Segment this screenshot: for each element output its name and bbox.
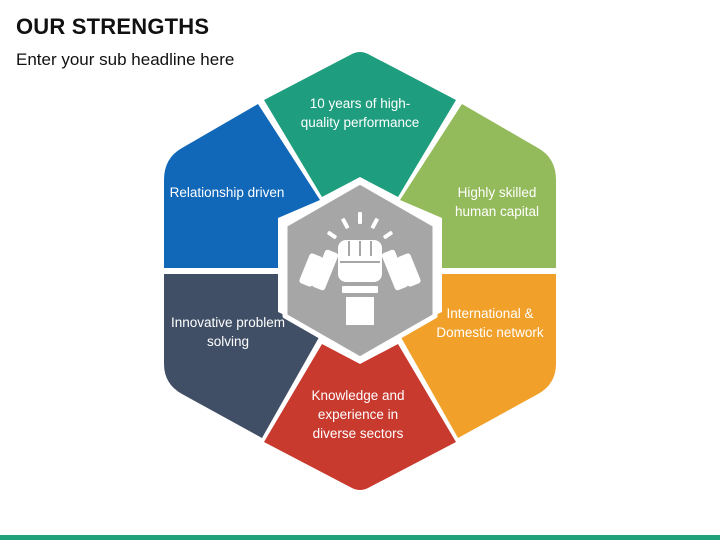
segment-label-top-right: Highly skilled human capital (454, 185, 540, 219)
segment-label-bottom: Knowledge and experience in diverse sect… (311, 388, 405, 441)
page-title: OUR STRENGTHS (16, 14, 210, 39)
footer-accent-bar (0, 535, 720, 540)
segment-top-right-shape (400, 104, 556, 268)
segment-top-left-shape (164, 104, 320, 268)
segment-label-top-left: Relationship driven (169, 185, 285, 200)
segment-label-bottom-left: Innovative problem solving (170, 315, 286, 349)
segment-label-top: 10 years of high-quality performance (300, 96, 420, 130)
fist-holding-dumbbell-icon (299, 212, 421, 325)
segment-label-bottom-right: International & Domestic network (436, 306, 544, 340)
segment-bottom-shape (264, 344, 456, 490)
page-subtitle: Enter your sub headline here (16, 50, 235, 69)
segment-top-shape (264, 52, 456, 197)
